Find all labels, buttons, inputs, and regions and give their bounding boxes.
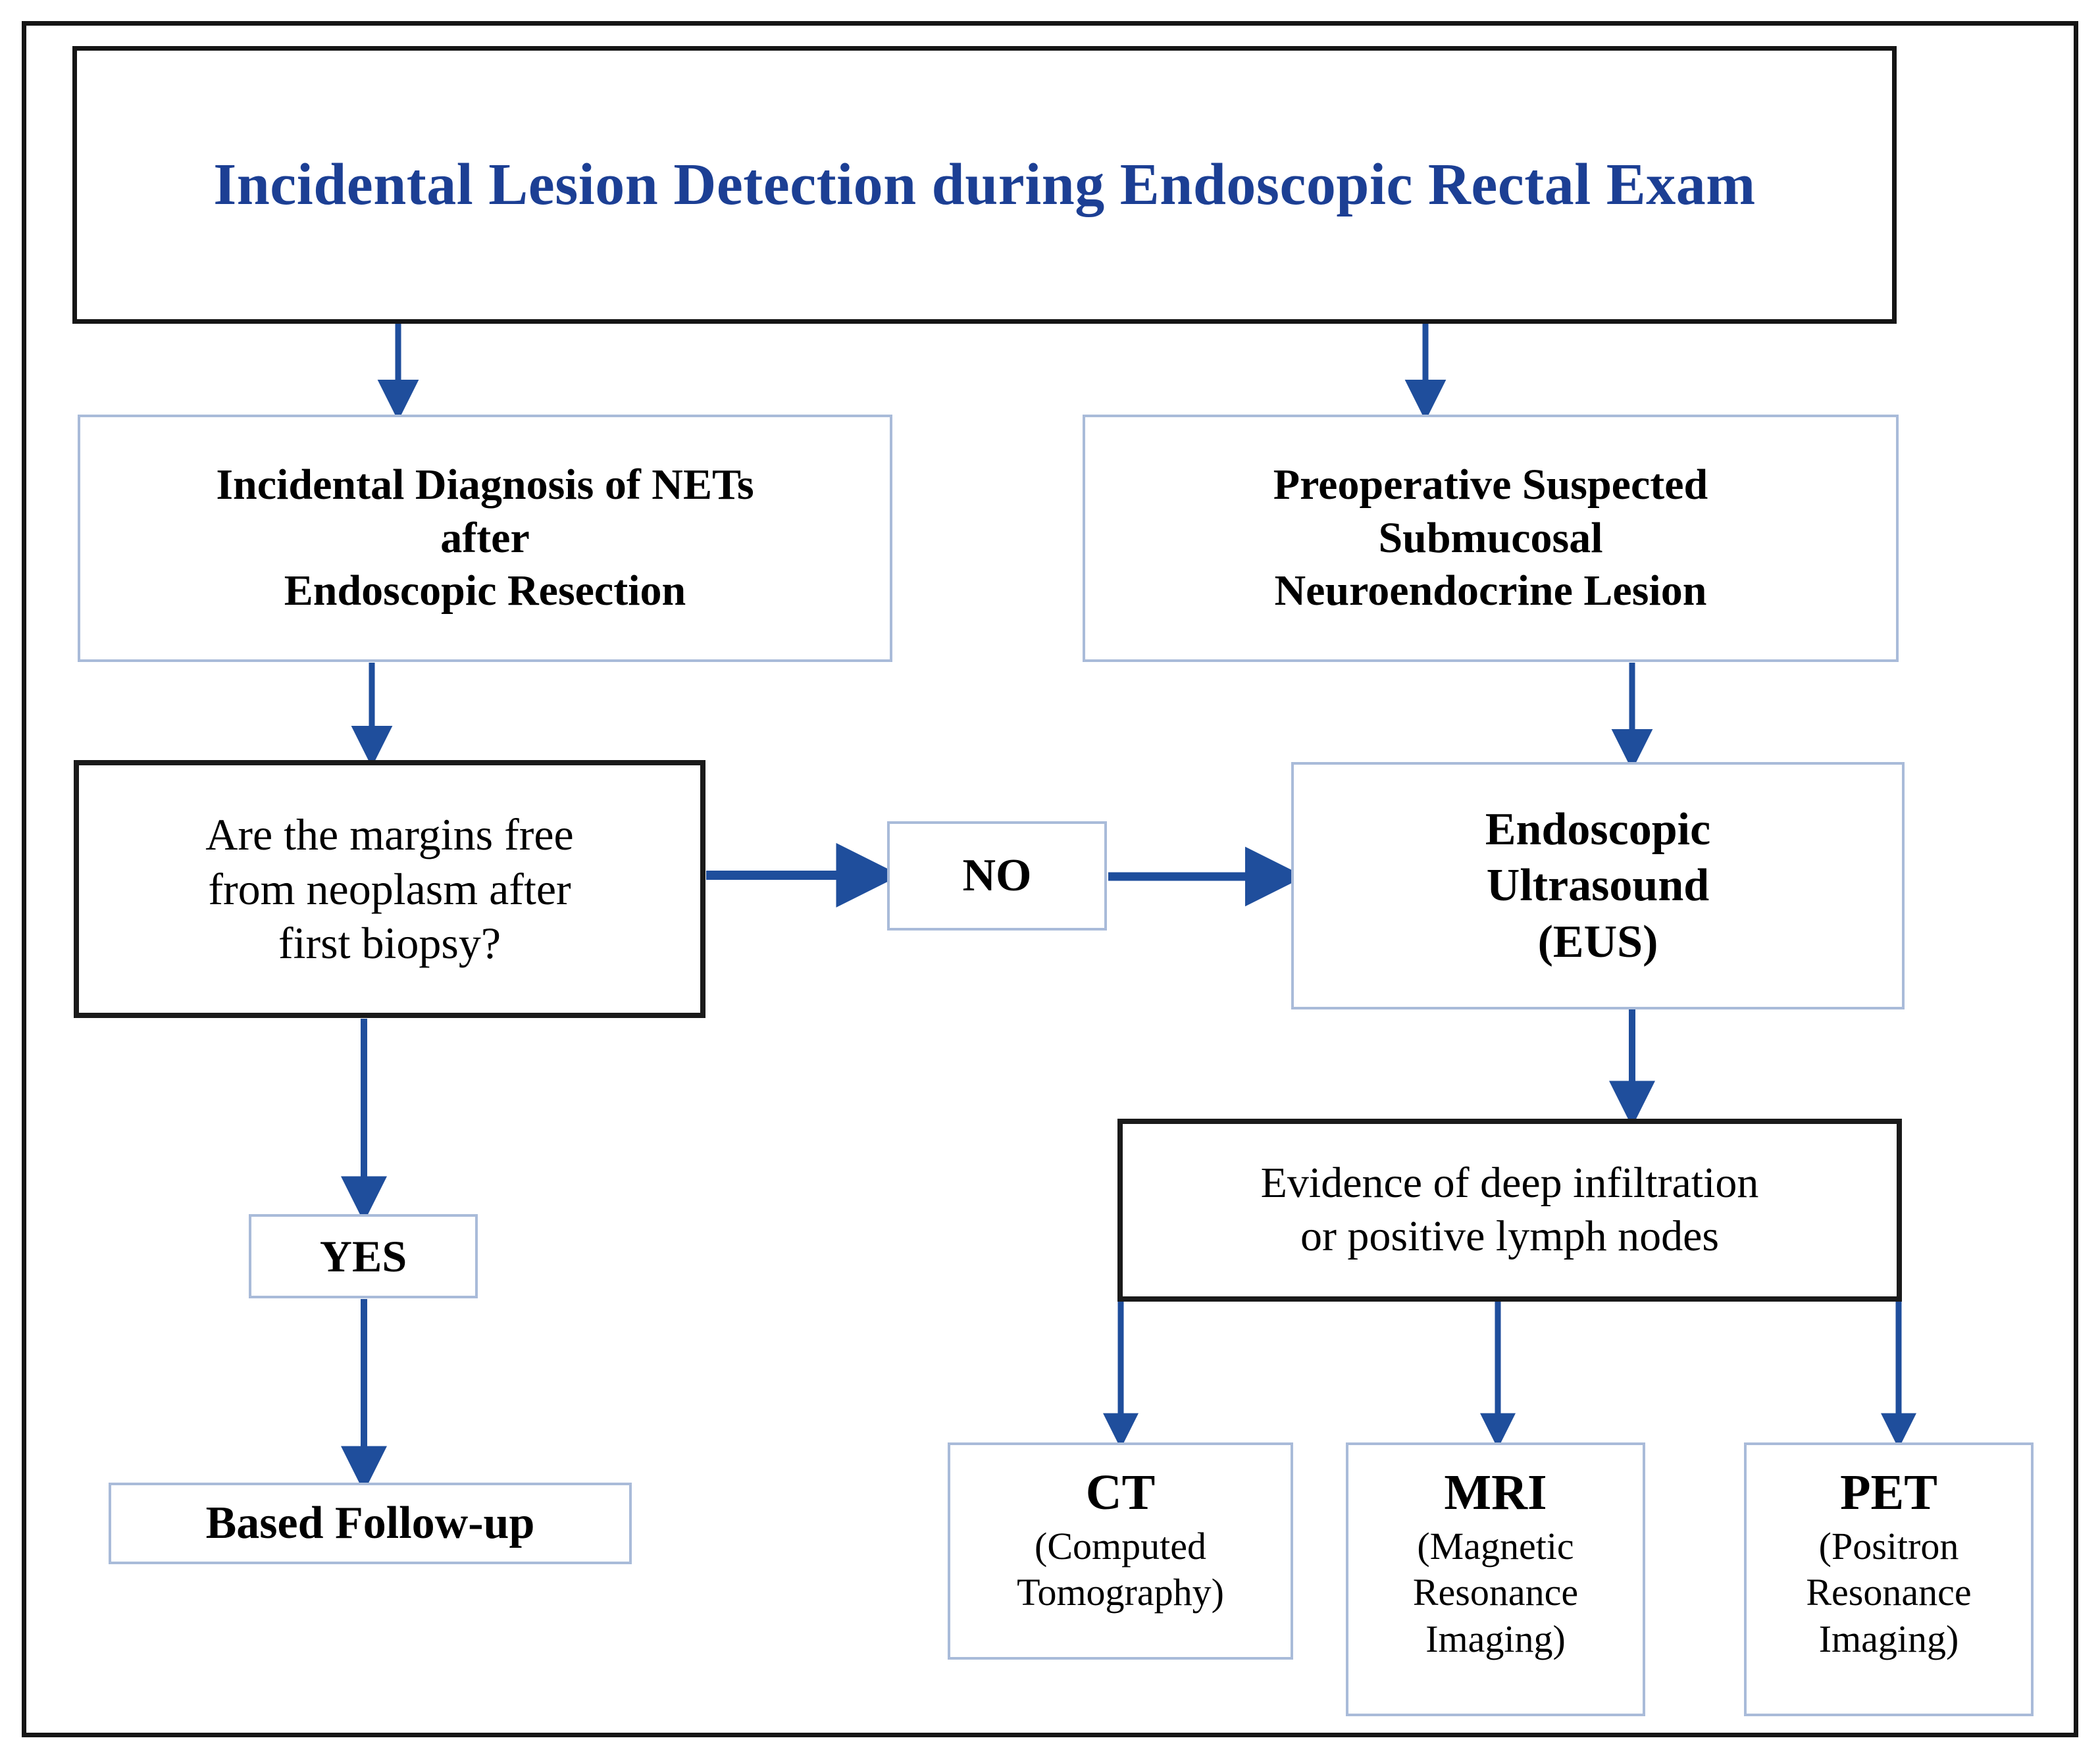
mri-acronym: MRI	[1444, 1465, 1547, 1520]
incidental-diagnosis-line1: Incidental Diagnosis of NETs	[216, 461, 754, 509]
ct-acronym: CT	[1085, 1465, 1156, 1520]
mri-line1: (Magnetic	[1417, 1524, 1574, 1568]
margins-question-line3: first biopsy?	[278, 918, 501, 969]
eus-line3: (EUS)	[1537, 916, 1658, 967]
node-ct[interactable]: CT (Computed Tomography)	[948, 1442, 1293, 1660]
evidence-line1: Evidence of deep infiltration	[1260, 1159, 1759, 1208]
pet-line1: (Positron	[1818, 1524, 1959, 1568]
node-eus[interactable]: Endoscopic Ultrasound (EUS)	[1291, 762, 1905, 1009]
no-branch-label: NO	[962, 850, 1032, 902]
preoperative-line1: Preoperative Suspected	[1273, 461, 1708, 509]
node-margins-question[interactable]: Are the margins free from neoplasm after…	[74, 760, 705, 1018]
node-root-title[interactable]: Incidental Lesion Detection during Endos…	[72, 46, 1897, 324]
margins-question-line2: from neoplasm after	[208, 863, 571, 914]
ct-line2: Tomography)	[1017, 1571, 1224, 1614]
incidental-diagnosis-line2: after	[440, 513, 530, 562]
evidence-line2: or positive lymph nodes	[1300, 1212, 1720, 1260]
page-title: Incidental Lesion Detection during Endos…	[213, 152, 1756, 218]
pet-line2: Resonance	[1806, 1571, 1972, 1614]
margins-question-line1: Are the margins free	[205, 809, 574, 859]
preoperative-line3: Neuroendocrine Lesion	[1274, 567, 1707, 615]
node-incidental-diagnosis[interactable]: Incidental Diagnosis of NETs after Endos…	[78, 415, 892, 662]
node-preoperative-suspected[interactable]: Preoperative Suspected Submucosal Neuroe…	[1083, 415, 1899, 662]
node-yes-branch[interactable]: YES	[249, 1214, 478, 1298]
mri-line2: Resonance	[1412, 1571, 1579, 1614]
yes-branch-label: YES	[319, 1231, 407, 1281]
node-no-branch[interactable]: NO	[887, 821, 1107, 930]
preoperative-line2: Submucosal	[1378, 513, 1603, 562]
incidental-diagnosis-line3: Endoscopic Resection	[284, 567, 686, 615]
ct-line1: (Computed	[1035, 1524, 1206, 1568]
eus-line1: Endoscopic	[1485, 803, 1711, 855]
eus-line2: Ultrasound	[1486, 860, 1710, 911]
mri-line3: Imaging)	[1425, 1618, 1566, 1661]
node-mri[interactable]: MRI (Magnetic Resonance Imaging)	[1346, 1442, 1645, 1716]
node-followup[interactable]: Based Follow-up	[109, 1483, 632, 1564]
node-evidence[interactable]: Evidence of deep infiltration or positiv…	[1117, 1119, 1902, 1302]
node-pet[interactable]: PET (Positron Resonance Imaging)	[1744, 1442, 2034, 1716]
pet-line3: Imaging)	[1818, 1618, 1959, 1661]
followup-label: Based Follow-up	[205, 1498, 535, 1549]
pet-acronym: PET	[1840, 1465, 1937, 1520]
